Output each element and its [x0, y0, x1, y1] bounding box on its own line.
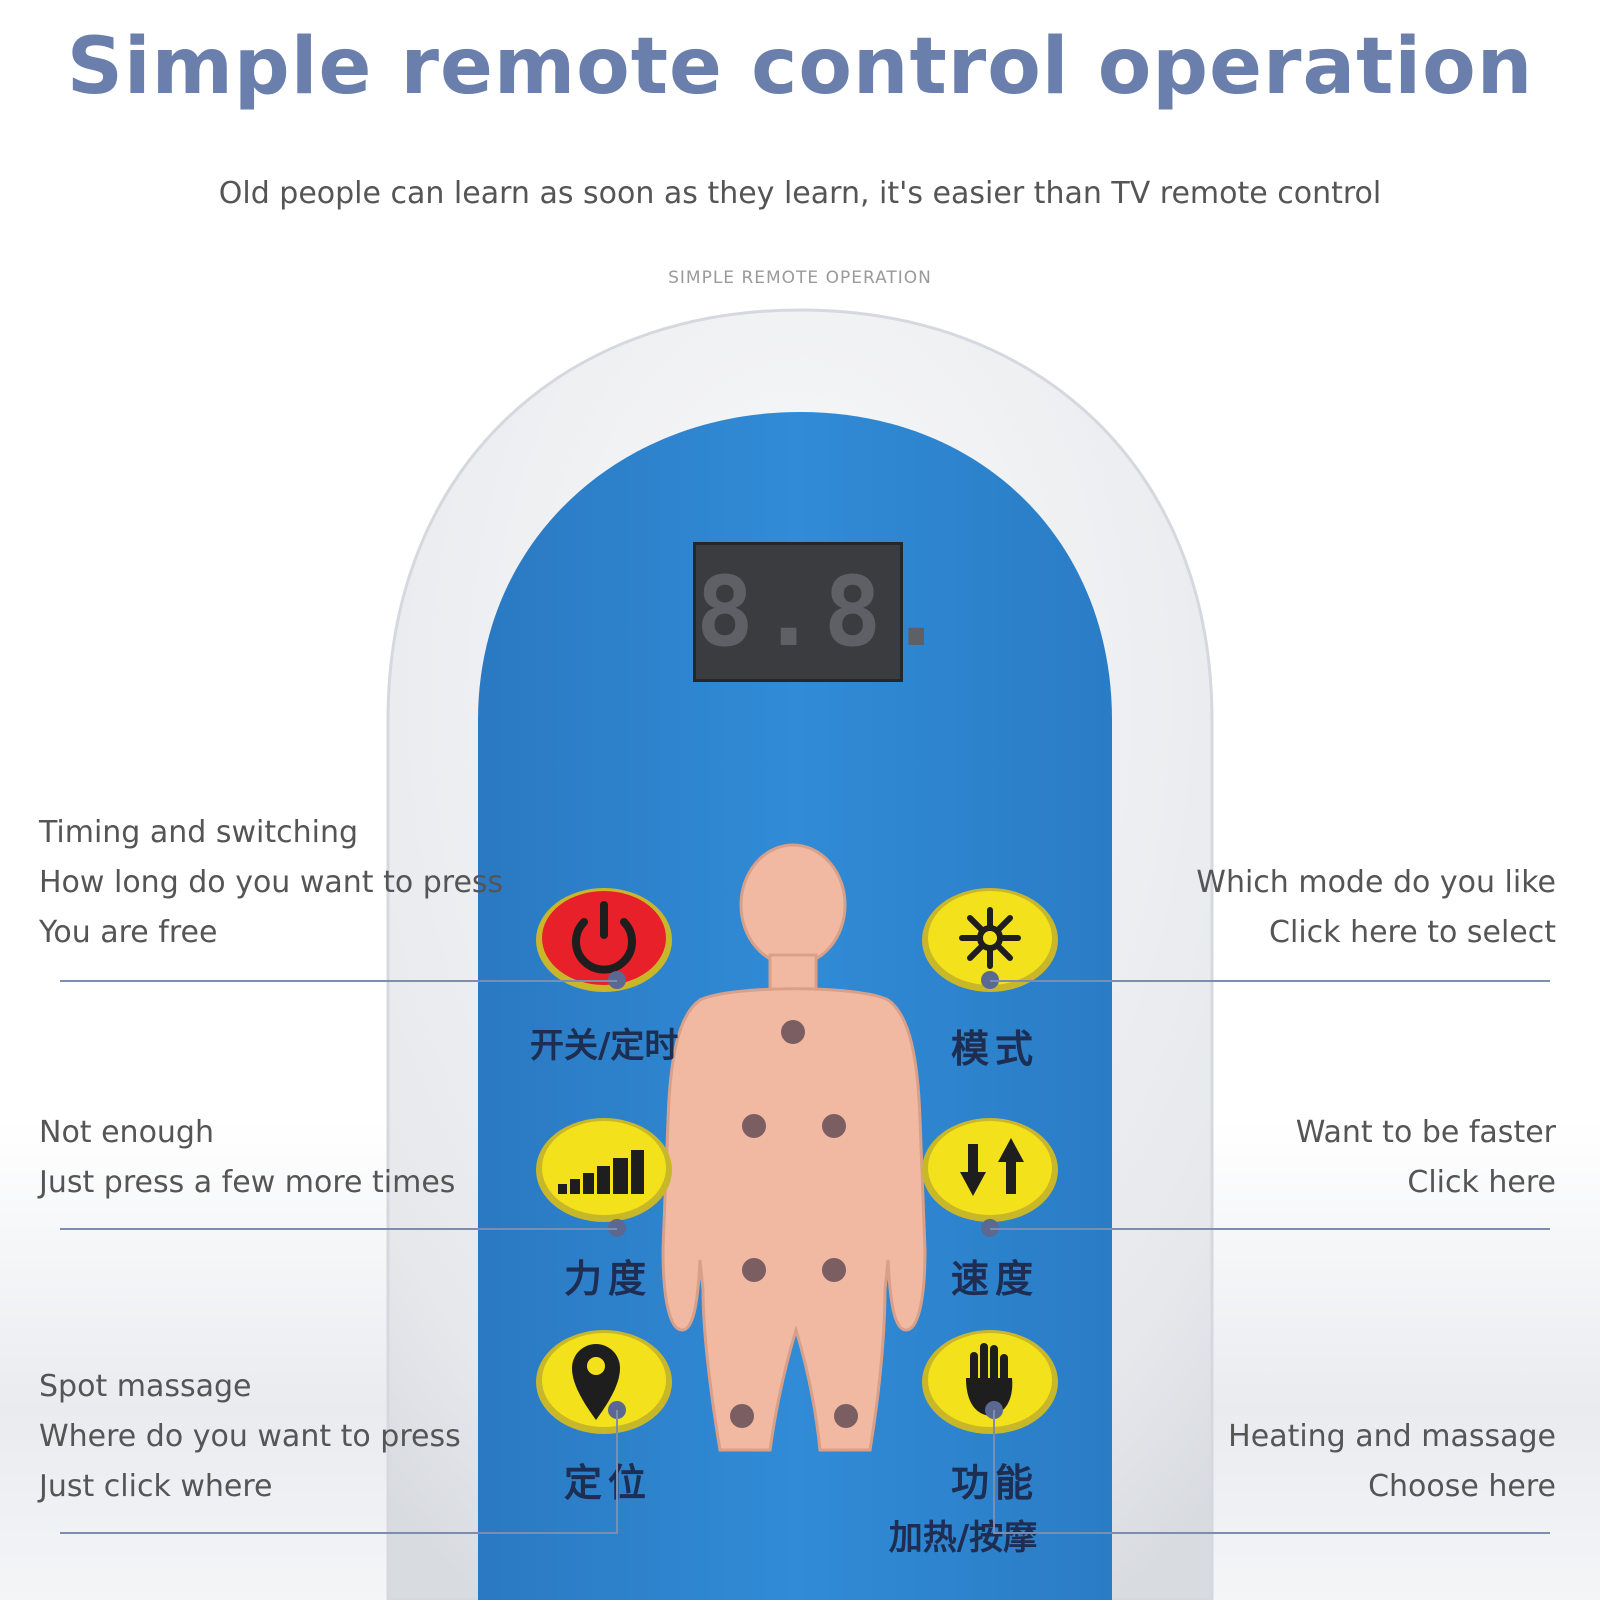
caption-position: Spot massage Where do you want to press …	[39, 1362, 461, 1512]
caption-strength: Not enough Just press a few more times	[39, 1108, 455, 1208]
caption-line: Click here	[1407, 1165, 1556, 1200]
mode-button-label: 模式	[950, 1027, 1039, 1071]
power-icon	[572, 901, 636, 974]
location-pin-icon	[572, 1344, 620, 1420]
caption-line: Just press a few more times	[39, 1165, 456, 1200]
speed-button[interactable]	[922, 1118, 1058, 1222]
strength-button[interactable]	[536, 1118, 672, 1222]
up-down-arrows-icon	[960, 1138, 1024, 1196]
caption-line: Where do you want to press	[39, 1419, 461, 1454]
caption-line: Click here to select	[1269, 915, 1556, 950]
caption-line: Just click where	[39, 1469, 273, 1504]
function-button-sublabel: 加热/按摩	[888, 1518, 1038, 1558]
caption-line: Choose here	[1368, 1469, 1556, 1504]
strength-button-label: 力度	[563, 1257, 652, 1301]
power-button-label: 开关/定时	[530, 1026, 679, 1066]
function-button[interactable]	[922, 1330, 1058, 1434]
leader-line-power	[60, 980, 617, 982]
caption-line: Timing and switching	[39, 815, 359, 850]
signal-bars-icon	[558, 1150, 644, 1194]
leader-line-speed	[990, 1228, 1550, 1230]
function-button-label: 功能	[935, 1452, 1055, 1507]
caption-speed: Want to be faster Click here	[1296, 1108, 1556, 1208]
massage-points	[730, 1020, 858, 1428]
leader-line-mode	[990, 980, 1550, 982]
snowflake-icon	[959, 907, 1021, 969]
caption-line: Not enough	[39, 1115, 214, 1150]
caption-line: How long do you want to press	[39, 865, 504, 900]
leader-line-strength	[60, 1228, 617, 1230]
speed-button-label: 速度	[950, 1257, 1039, 1301]
page-subtitle: Old people can learn as soon as they lea…	[218, 176, 1382, 211]
caption-power: Timing and switching How long do you wan…	[39, 808, 503, 958]
caption-line: Spot massage	[39, 1369, 252, 1404]
leader-line-position	[60, 1532, 618, 1534]
leader-line-position-vertical	[616, 1410, 618, 1534]
leader-line-function	[993, 1532, 1550, 1534]
body-figure	[661, 843, 927, 1452]
caption-mode: Which mode do you like Click here to sel…	[1196, 858, 1556, 958]
caption-line: Heating and massage	[1228, 1419, 1556, 1454]
caption-function: Heating and massage Choose here	[1228, 1412, 1556, 1512]
remote-tagline: SIMPLE REMOTE OPERATION	[668, 268, 932, 288]
position-button-label: 定位	[563, 1461, 652, 1505]
mode-button[interactable]	[922, 888, 1058, 992]
power-button[interactable]	[536, 888, 672, 992]
position-button[interactable]	[536, 1330, 672, 1434]
caption-line: You are free	[39, 915, 218, 950]
caption-line: Want to be faster	[1295, 1115, 1556, 1150]
leader-line-function-vertical	[993, 1410, 995, 1534]
caption-line: Which mode do you like	[1196, 865, 1556, 900]
page-title: Simple remote control operation	[66, 22, 1534, 112]
digital-display: 8.8.	[693, 542, 945, 682]
